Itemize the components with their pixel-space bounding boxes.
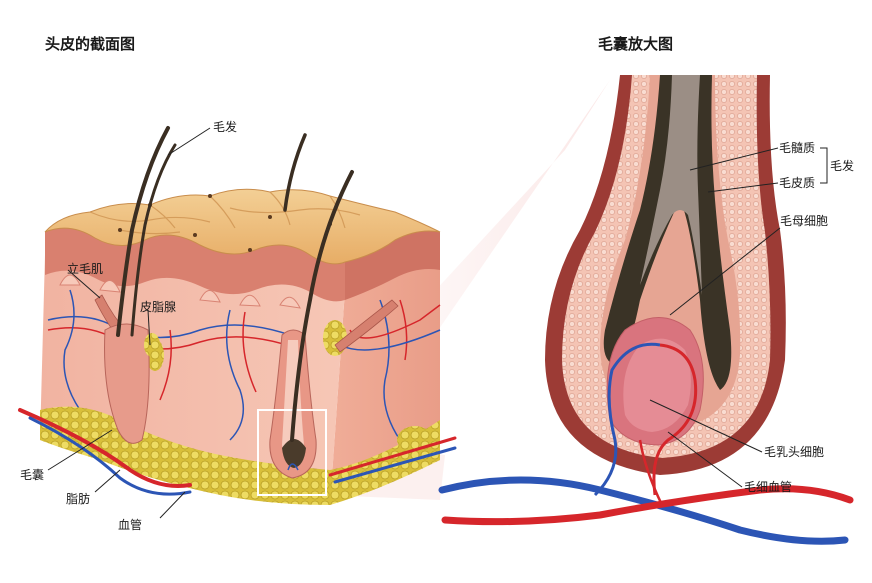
label-hair: 毛发: [213, 120, 237, 134]
sebaceous-gland-left: [144, 333, 160, 357]
label-papilla-cell: 毛乳头细胞: [764, 445, 824, 459]
left-panel-title: 头皮的截面图: [45, 33, 135, 54]
label-cortex: 毛皮质: [779, 176, 815, 190]
label-follicle: 毛囊: [20, 468, 44, 482]
label-sebaceous-gland: 皮脂腺: [140, 300, 176, 314]
label-medulla: 毛髓质: [779, 141, 815, 155]
label-hair-group: 毛发: [830, 159, 854, 173]
label-matrix-cell: 毛母细胞: [780, 214, 828, 228]
label-arrector-pili: 立毛肌: [67, 262, 103, 276]
right-panel-title: 毛囊放大图: [598, 33, 673, 54]
label-blood-vessel: 血管: [118, 518, 142, 532]
label-fat: 脂肪: [66, 492, 90, 506]
label-capillary: 毛细血管: [744, 480, 792, 494]
